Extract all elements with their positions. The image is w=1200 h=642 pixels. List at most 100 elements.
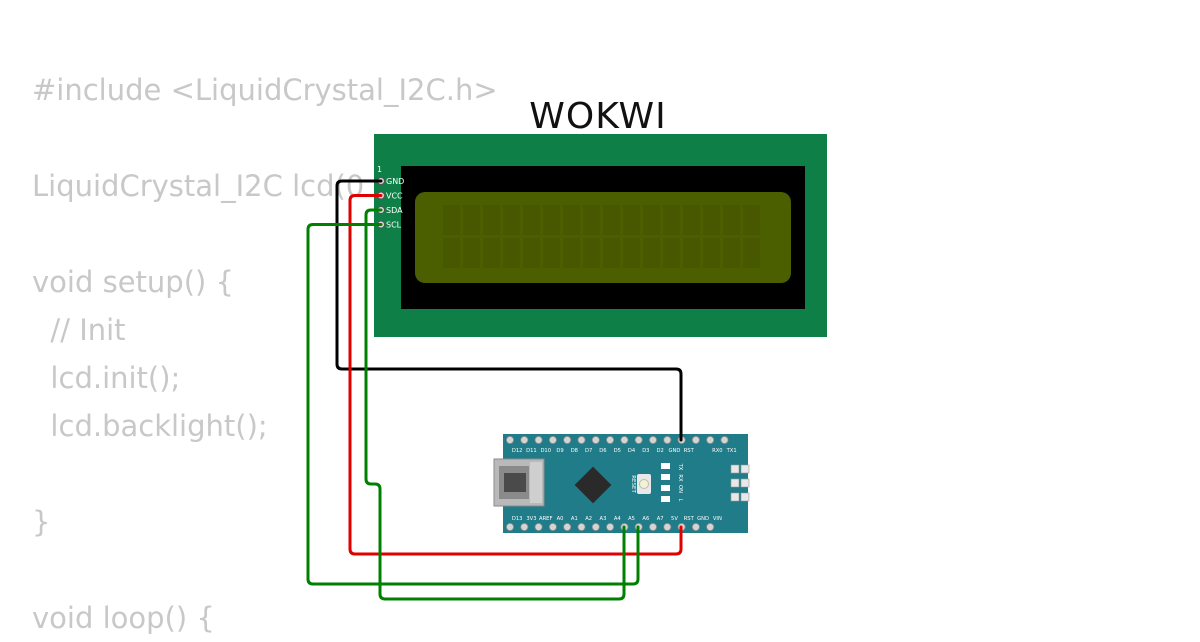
lcd-pin-label: GND [386,177,404,186]
lcd-pin-number: 1 [377,165,382,174]
nano-pin-label: D11 [526,448,537,454]
sda-wire[interactable] [364,208,626,601]
lcd-cell [663,238,680,268]
nano-pin-label: A0 [557,516,564,522]
lcd-cell [563,205,580,235]
nano-pin-bottom[interactable] [520,523,529,532]
wokwi-logo: WOKWI [529,96,666,137]
nano-pin-top[interactable] [591,435,600,444]
lcd-pin-label: SDA [386,206,403,215]
nano-pin-label: A1 [571,516,578,522]
led-label: L [677,499,683,502]
lcd-cell [623,238,640,268]
lcd-cell [463,238,480,268]
nano-pin-label: A4 [614,516,622,522]
lcd-cell-grid [443,205,760,268]
nano-pin-top[interactable] [548,435,557,444]
nano-pin-bottom[interactable] [505,523,514,532]
status-led [661,463,670,469]
lcd-cell [723,238,740,268]
nano-pin-label: D8 [571,448,578,454]
nano-pin-bottom[interactable] [591,523,600,532]
lcd-cell [683,205,700,235]
nano-pin-top[interactable] [606,435,615,444]
status-led [661,496,670,502]
nano-pin-bottom[interactable] [548,523,557,532]
nano-pin-bottom[interactable] [663,523,672,532]
code-line: lcd.init(); [32,361,181,395]
lcd-cell [743,205,760,235]
nano-pin-top[interactable] [520,435,529,444]
lcd-cell [643,238,660,268]
nano-pin-top[interactable] [706,435,715,444]
nano-pin-label: RST [684,448,695,454]
nano-pin-label: D3 [642,448,649,454]
lcd-cell [603,205,620,235]
lcd-cell [523,205,540,235]
nano-pin-top[interactable] [663,435,672,444]
lcd-cell [543,238,560,268]
nano-pin-top[interactable] [577,435,586,444]
lcd-cell [503,205,520,235]
nano-pin-label: TX1 [726,448,737,454]
lcd-cell [683,238,700,268]
nano-pin-top[interactable] [634,435,643,444]
nano-pin-label: RX0 [712,448,722,454]
lcd-cell [723,205,740,235]
code-line: #include <LiquidCrystal_I2C.h> [32,73,498,107]
microcontroller-chip [574,466,612,504]
led-label: TX [677,463,683,471]
nano-pin-top[interactable] [505,435,514,444]
lcd-cell [503,238,520,268]
usb-connector [493,458,545,507]
nano-pin-top[interactable] [534,435,543,444]
vcc-wire[interactable] [348,194,683,556]
nano-pin-top[interactable] [649,435,658,444]
nano-pin-bottom[interactable] [706,523,715,532]
wires [306,179,683,601]
nano-pin-label: A2 [585,516,592,522]
lcd-cell [703,205,720,235]
code-line: LiquidCrystal_I2C lcd(0 [32,169,365,203]
nano-pin-label: A3 [600,516,607,522]
led-label: RX [677,474,683,482]
nano-pin-label: D10 [540,448,551,454]
nano-pin-label: 5V [671,516,678,522]
lcd-cell [563,238,580,268]
icsp-pin [740,464,750,474]
nano-pin-label: 3V3 [526,516,536,522]
lcd-cell [443,205,460,235]
reset-button[interactable] [637,474,651,494]
nano-pin-label: D9 [556,448,563,454]
nano-pin-bottom[interactable] [606,523,615,532]
lcd-cell [543,205,560,235]
code-line: } [32,505,51,539]
code-editor-text: #include <LiquidCrystal_I2C.h> LiquidCrys… [32,66,498,642]
nano-pin-label: GND [668,448,680,454]
nano-pin-bottom[interactable] [691,523,700,532]
reset-label: RESET [630,475,636,493]
status-led [661,485,670,491]
lcd-pin-label: SCL [386,221,402,230]
led-label: ON [677,485,683,493]
nano-pin-label: D2 [657,448,664,454]
lcd-cell [443,238,460,268]
nano-pin-bottom[interactable] [577,523,586,532]
icsp-pin [740,492,750,502]
gnd-wire[interactable] [335,179,683,442]
nano-pin-bottom[interactable] [563,523,572,532]
nano-pin-top[interactable] [720,435,729,444]
nano-pin-label: D7 [585,448,592,454]
scl-wire[interactable] [306,223,640,586]
nano-pin-top[interactable] [691,435,700,444]
nano-pin-top[interactable] [563,435,572,444]
nano-pin-top[interactable] [620,435,629,444]
nano-pin-label: A7 [657,516,664,522]
nano-pin-bottom[interactable] [534,523,543,532]
status-led [661,474,670,480]
status-leds: TX RX ON L [661,463,683,502]
nano-pin-bottom[interactable] [649,523,658,532]
